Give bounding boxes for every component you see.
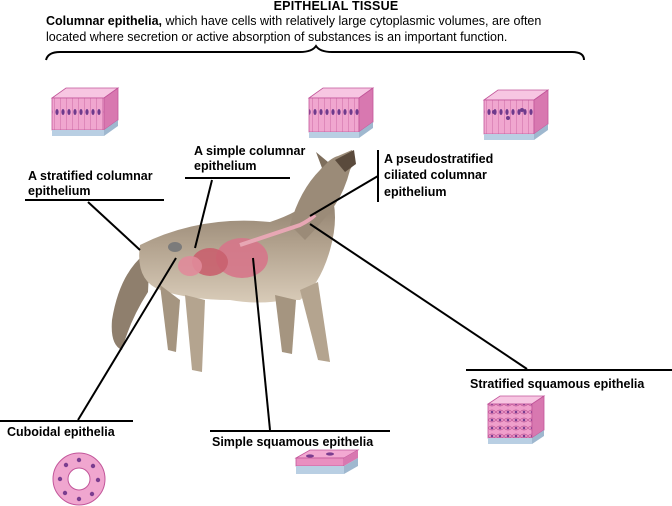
simple-columnar-tissue-block [307,87,375,138]
label-stratified-columnar-line1: A stratified columnar [28,169,153,183]
cuboidal-tissue-ring [52,452,106,506]
simple-squamous-tissue-block [294,449,360,474]
label-simple-squamous: Simple squamous epithelia [212,435,374,449]
label-simple-columnar-line2: epithelium [194,159,257,173]
label-stratified-columnar-line2: epithelium [28,184,91,198]
caption-lead: Columnar epithelia, [46,14,162,28]
diagram-title: EPITHELIAL TISSUE [273,0,399,13]
label-pseudostratified-line3: epithelium [384,185,447,199]
label-stratified-squamous: Stratified squamous epithelia [470,377,645,391]
label-simple-columnar-line1: A simple columnar [194,144,306,158]
stratified-columnar-tissue-block [50,87,120,136]
wolf-illustration [111,150,356,372]
caption: Columnar epithelia, which have cells wit… [46,13,646,45]
label-cuboidal: Cuboidal epithelia [7,425,115,439]
caption-line2: located where secretion or active absorp… [46,30,508,44]
stratified-squamous-tissue-block [486,395,546,444]
brace-line [45,44,585,61]
label-pseudostratified-line2: ciliated columnar [384,168,487,182]
caption-line1: which have cells with relatively large c… [162,14,542,28]
pseudostratified-tissue-block [482,89,550,140]
label-pseudostratified-line1: A pseudostratified [384,152,494,166]
leader-lines [0,150,672,432]
